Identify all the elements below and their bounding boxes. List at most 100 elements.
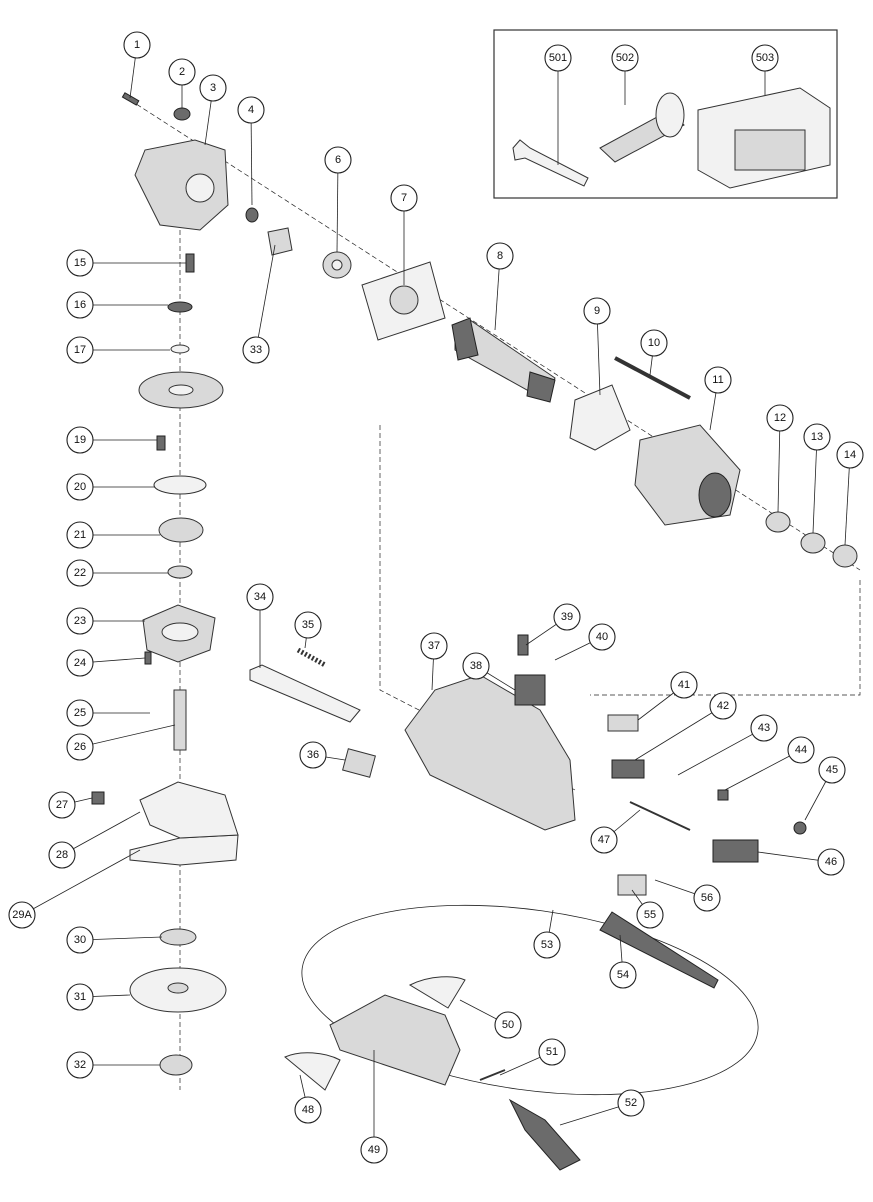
leader-line [61,811,141,856]
callout-label: 14 [844,449,856,461]
callout-label: 35 [302,619,314,631]
callout-circle [462,652,490,680]
leader-line [255,244,276,351]
callout: 37 [420,632,448,660]
callout-label: 37 [428,640,440,652]
callout-label: 45 [826,764,838,776]
callout: 21 [66,521,94,549]
callout-circle [324,146,352,174]
callout-label: 6 [335,154,341,166]
callout-label: 55 [644,909,656,921]
part-2-shape [173,107,191,121]
accessories-box [493,29,838,199]
callout: 26 [66,733,94,761]
callout: 8 [486,242,514,270]
callout: 51 [538,1038,566,1066]
callout: 6 [324,146,352,174]
callout-circle [590,826,618,854]
switch-bar-part [249,664,361,723]
callout: 14 [836,441,864,469]
leader-line [677,727,765,776]
leader-line [336,159,339,253]
callout-circle [66,983,94,1011]
parts [91,87,858,1171]
callout-label: 11 [712,374,723,386]
callout-circle [66,607,94,635]
callout-circle [246,583,274,611]
switch-part [611,759,645,779]
callout-label: 53 [541,939,553,951]
callout: 55 [636,901,664,929]
callout-label: 32 [74,1059,86,1071]
callout: 34 [246,583,274,611]
callout-label: 50 [502,1019,514,1031]
callout: 16 [66,291,94,319]
callout-circle [66,291,94,319]
callout-circle [294,611,322,639]
leader-line [79,724,176,748]
callout-label: 15 [74,257,86,269]
leader-line [21,849,141,916]
callout-circle [123,31,151,59]
callout-label: 22 [74,567,86,579]
callout-label: 501 [549,52,567,64]
long-screw-part [614,356,691,400]
callout-label: 20 [74,481,86,493]
callout: 1 [123,31,151,59]
callout: 41 [670,671,698,699]
callout-label: 21 [74,529,86,541]
callout-label: 40 [596,631,608,643]
callout: 44 [787,736,815,764]
callout-circle [617,1089,645,1117]
callout: 9 [583,297,611,325]
callout-circle [66,1051,94,1079]
callout: 47 [590,826,618,854]
callout: 54 [609,961,637,989]
callout: 53 [533,931,561,959]
callout: 30 [66,926,94,954]
callout-circle [640,329,668,357]
callout-label: 48 [302,1104,314,1116]
fan-guide-part [569,384,631,451]
callout: 40 [588,623,616,651]
callout-circle [299,741,327,769]
callout-label: 8 [497,250,503,262]
callout: 4 [237,96,265,124]
tapping-screw-part [121,92,140,106]
callout-circle [66,426,94,454]
callout-label: 25 [74,707,86,719]
tail-cover-part [329,994,461,1086]
callout: 19 [66,426,94,454]
callout-label: 10 [648,337,660,349]
callout-label: 33 [250,344,262,356]
callout: 23 [66,607,94,635]
callout-circle [199,74,227,102]
callout-circle [588,623,616,651]
callout: 24 [66,649,94,677]
callout-circle [48,791,76,819]
callout-circle [803,423,831,451]
callout-circle [750,714,778,742]
callout-label: 29A [12,909,32,921]
callout-circle [66,699,94,727]
callout-circle [420,632,448,660]
callout-circle [360,1136,388,1164]
callout-circle [390,184,418,212]
callout: 52 [617,1089,645,1117]
cord-part [599,911,719,989]
callout: 22 [66,559,94,587]
callout-label: 49 [368,1144,380,1156]
leader-line [777,417,781,513]
callout-circle [8,901,36,929]
callout: 20 [66,473,94,501]
callout-label: 1 [134,39,140,51]
callout: 11 [704,366,732,394]
callout: 7 [390,184,418,212]
callout-circle [494,1011,522,1039]
callout: 13 [803,423,831,451]
callout-label: 16 [74,299,86,311]
callout-label: 19 [74,434,86,446]
leader-line [79,936,163,941]
callout-label: 38 [470,660,482,672]
